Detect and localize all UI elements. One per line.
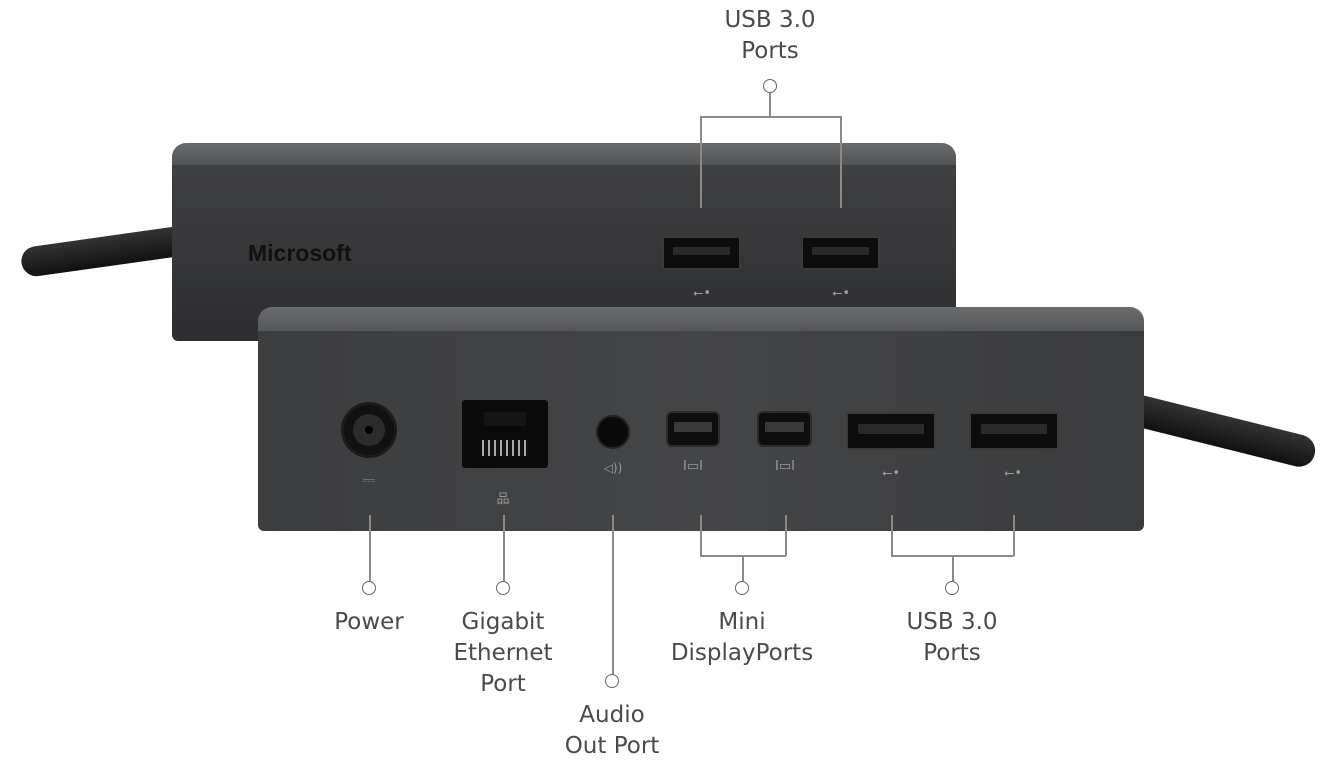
display-icon: I▭I [683, 459, 703, 474]
callout-dot [362, 581, 376, 595]
usb-icon: ⭠• [692, 286, 712, 301]
usb-icon: ⭠• [831, 286, 851, 301]
back-dock-cable [19, 226, 183, 279]
callout-line [503, 515, 505, 582]
back-usb-port-2 [801, 236, 880, 270]
front-dock-cable [1136, 395, 1319, 471]
callout-line [700, 116, 841, 118]
callout-line [840, 116, 842, 208]
back-usb-port-1 [662, 236, 741, 270]
audio-port [596, 415, 630, 449]
usb-icon: ⭠• [1003, 466, 1023, 481]
front-usb-port-2 [969, 412, 1059, 450]
callout-line [742, 555, 744, 582]
power-dc-icon: ⎓ [362, 470, 376, 489]
callout-line [769, 92, 771, 117]
callout-dot [763, 79, 777, 93]
front-dock-top [258, 307, 1144, 333]
ethernet-port [462, 400, 548, 468]
mini-displayport-1 [666, 411, 720, 447]
display-icon: I▭I [775, 459, 795, 474]
callout-line [1013, 515, 1015, 556]
speaker-icon: ◁)) [603, 461, 623, 475]
callout-line [369, 515, 371, 582]
callout-line [785, 515, 787, 556]
power-port [341, 402, 397, 458]
callout-line [700, 515, 702, 556]
label-power: Power [334, 609, 404, 635]
back-dock-top [172, 143, 956, 167]
callout-dot [945, 581, 959, 595]
callout-dot [496, 581, 510, 595]
network-icon: 品 [496, 492, 510, 507]
callout-dot [735, 581, 749, 595]
mini-displayport-2 [757, 411, 812, 447]
callout-dot [605, 674, 619, 688]
callout-line [612, 515, 614, 675]
callout-line [952, 555, 954, 582]
usb-icon: ⭠• [881, 466, 901, 481]
brand-logo: Microsoft [248, 240, 352, 266]
callout-line [891, 515, 893, 556]
front-usb-port-1 [846, 412, 936, 450]
callout-line [700, 116, 702, 208]
